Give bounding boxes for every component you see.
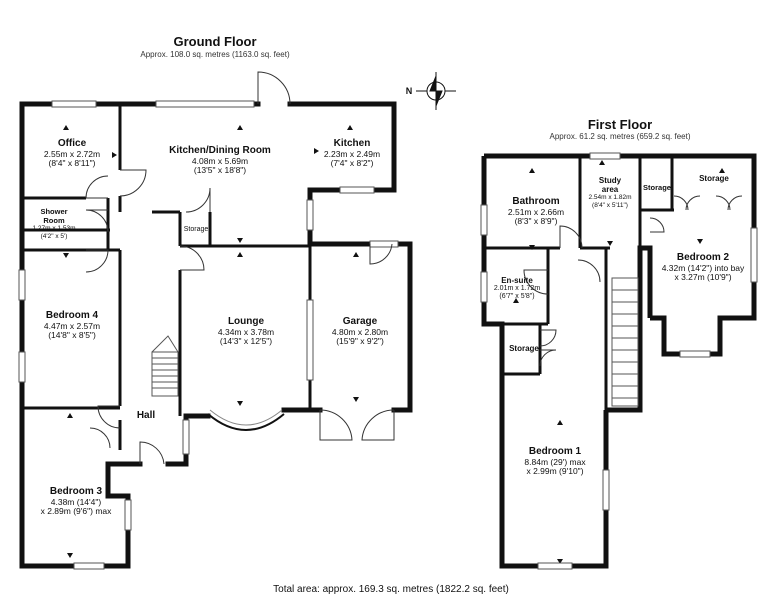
room-name: Study area — [598, 176, 622, 195]
room-bedroom1: Bedroom 1 8.84m (29') max x 2.99m (9'10"… — [510, 446, 600, 477]
room-kitchen-dining: Kitchen/Dining Room 4.08m x 5.69m (13'5"… — [160, 145, 280, 176]
ground-floor-windows — [18, 100, 399, 570]
room-dims: 8.84m (29') max — [524, 456, 586, 467]
room-dims: 2.51m x 2.66m — [507, 206, 565, 217]
room-name: Kitchen — [333, 138, 371, 149]
room-dims: x 2.89m (9'6") max — [40, 506, 112, 517]
ground-floor-stairs — [151, 335, 179, 397]
room-dims: (8'4" x 8'11") — [48, 158, 96, 169]
room-name: Storage — [509, 344, 539, 353]
room-dims: 2.01m x 1.72m — [493, 285, 541, 293]
room-name: Kitchen/Dining Room — [169, 145, 271, 156]
room-dims: (8'3" x 8'9") — [514, 216, 558, 227]
room-dims: 4.34m x 3.78m — [217, 326, 275, 337]
room-dims: 4.80m x 2.80m — [331, 326, 389, 337]
ground-floor-inner-walls — [20, 104, 312, 450]
total-area: Total area: approx. 169.3 sq. metres (18… — [273, 584, 509, 595]
room-storage-small: Storage — [642, 183, 672, 193]
room-bedroom2: Bedroom 2 4.32m (14'2") into bay x 3.27m… — [654, 252, 752, 283]
room-dims: (15'9" x 9'2") — [336, 336, 384, 347]
room-dims: 4.38m (14'4") — [50, 496, 102, 507]
room-dims: x 2.99m (9'10") — [526, 466, 584, 477]
room-dims: 4.32m (14'2") into bay — [661, 262, 745, 273]
room-storage-top: Storage — [686, 174, 742, 183]
first-floor-title: First Floor — [587, 117, 653, 132]
room-dims: (13'5" x 18'8") — [193, 165, 247, 176]
room-bedroom3: Bedroom 3 4.38m (14'4") x 2.89m (9'6") m… — [26, 486, 126, 517]
room-name: Shower Room — [40, 207, 68, 225]
first-floor-inner-walls — [484, 156, 674, 410]
room-name: Hall — [136, 410, 156, 421]
room-garage: Garage 4.80m x 2.80m (15'9" x 9'2") — [314, 316, 406, 347]
room-name: Bathroom — [512, 196, 560, 207]
room-name: Storage — [699, 174, 729, 183]
room-bathroom: Bathroom 2.51m x 2.66m (8'3" x 8'9") — [494, 196, 578, 227]
room-name: Bedroom 2 — [676, 252, 730, 263]
ground-floor-walls — [19, 101, 413, 569]
room-name: Office — [57, 138, 87, 149]
room-dims: 1.27m x 1.53m — [32, 225, 76, 233]
room-dims: 4.47m x 2.57m — [43, 320, 101, 331]
room-dims: (8'4" x 5'11") — [592, 201, 628, 209]
room-shower: Shower Room 1.27m x 1.53m (4'2" x 5') — [24, 207, 84, 240]
compass-rose — [416, 72, 456, 110]
room-dims: (4'2" x 5') — [40, 232, 68, 240]
room-storage-ground: Storage — [181, 226, 211, 234]
room-office: Office 2.55m x 2.72m (8'4" x 8'11") — [30, 138, 114, 169]
ground-floor-doors — [85, 71, 395, 465]
room-dims: 2.55m x 2.72m — [43, 148, 101, 159]
room-name: En-suite — [501, 276, 533, 285]
room-dims: x 3.27m (10'9") — [674, 272, 732, 283]
room-dims: 2.54m x 1.82m — [588, 194, 632, 202]
room-name: Bedroom 4 — [45, 310, 99, 321]
room-storage-left: Storage — [504, 344, 544, 353]
ground-floor-area: Approx. 108.0 sq. metres (1163.0 sq. fee… — [140, 50, 290, 59]
room-name: Bedroom 3 — [49, 486, 103, 497]
room-kitchen: Kitchen 2.23m x 2.49m (7'4" x 8'2") — [314, 138, 390, 169]
compass-north-label: N — [405, 86, 413, 96]
room-dims: (14'8" x 8'5") — [48, 330, 96, 341]
room-markers — [63, 125, 725, 564]
first-floor-doors — [523, 195, 743, 367]
first-floor-stairs — [611, 277, 639, 407]
room-lounge: Lounge 4.34m x 3.78m (14'3" x 12'5") — [196, 316, 296, 347]
room-ensuite: En-suite 2.01m x 1.72m (6'7" x 5'8") — [488, 276, 546, 301]
room-dims: 4.08m x 5.69m — [191, 155, 249, 166]
room-dims: 2.23m x 2.49m — [323, 148, 381, 159]
room-name: Storage — [183, 226, 209, 233]
room-name: Garage — [342, 316, 378, 327]
room-dims: (14'3" x 12'5") — [219, 336, 273, 347]
room-dims: (6'7" x 5'8") — [499, 293, 535, 301]
first-floor-area: Approx. 61.2 sq. metres (659.2 sq. feet) — [549, 132, 691, 141]
room-study: Study area 2.54m x 1.82m (8'4" x 5'11") — [582, 176, 638, 209]
room-hall: Hall — [126, 410, 166, 422]
room-name: Bedroom 1 — [528, 446, 582, 457]
room-dims: (7'4" x 8'2") — [330, 158, 374, 169]
lounge-bay-window — [207, 413, 285, 431]
ground-floor-title: Ground Floor — [173, 34, 257, 49]
room-name: Storage — [643, 183, 671, 192]
room-bedroom4: Bedroom 4 4.47m x 2.57m (14'8" x 8'5") — [28, 310, 116, 341]
room-name: Lounge — [227, 316, 265, 327]
first-floor-windows — [480, 152, 758, 570]
